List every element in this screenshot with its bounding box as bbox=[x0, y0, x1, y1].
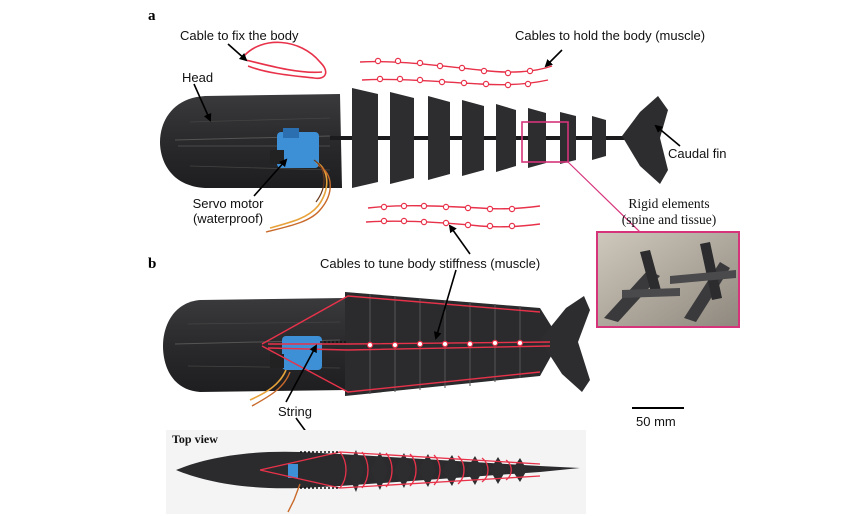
label-cable-fix: Cable to fix the body bbox=[180, 28, 299, 43]
label-rigid-line1: Rigid elements bbox=[628, 196, 710, 211]
hold-cable-beads bbox=[374, 57, 534, 89]
tune-cable-beads-a bbox=[380, 202, 516, 230]
label-servo-line2: (waterproof) bbox=[192, 211, 264, 226]
label-servo-motor: Servo motor (waterproof) bbox=[178, 196, 278, 226]
panel-label-b: b bbox=[148, 256, 157, 272]
annotation-arrows-a bbox=[193, 43, 681, 255]
hold-cables bbox=[359, 60, 553, 86]
label-cables-hold: Cables to hold the body (muscle) bbox=[515, 28, 706, 43]
panel-label-a: a bbox=[148, 8, 156, 24]
top-view-string-dotted bbox=[300, 451, 340, 489]
tune-cable-beads-b bbox=[366, 339, 524, 349]
label-top-view: Top view bbox=[172, 432, 218, 446]
highlight-box bbox=[521, 121, 569, 163]
rigid-elements-inset bbox=[596, 231, 740, 328]
top-view-cables bbox=[259, 451, 541, 489]
label-servo-line1: Servo motor bbox=[192, 196, 264, 211]
tune-cables-a bbox=[365, 205, 541, 228]
label-head: Head bbox=[182, 70, 214, 85]
top-view-fish bbox=[166, 430, 586, 514]
caudal-fin-a bbox=[622, 96, 668, 184]
label-cables-tune: Cables to tune body stiffness (muscle) bbox=[320, 256, 541, 271]
label-scale-bar: 50 mm bbox=[636, 414, 676, 429]
fix-cable bbox=[243, 41, 327, 80]
label-rigid-line2: (spine and tissue) bbox=[621, 212, 717, 227]
label-string: String bbox=[278, 404, 312, 419]
rigid-fins-a bbox=[352, 88, 606, 188]
highlight-connector bbox=[567, 161, 641, 233]
tune-cables-b bbox=[261, 295, 551, 393]
label-rigid-elements: Rigid elements (spine and tissue) bbox=[598, 196, 740, 228]
label-caudal-fin: Caudal fin bbox=[668, 146, 727, 161]
